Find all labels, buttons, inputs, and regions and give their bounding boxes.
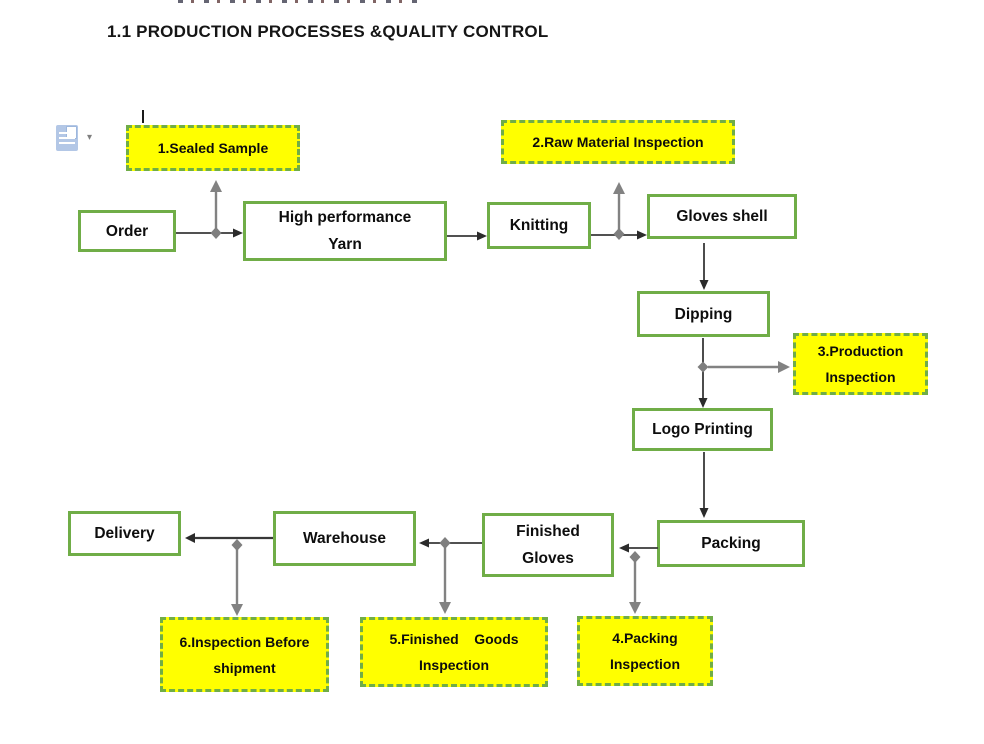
arrow-yarn-to-knitting xyxy=(447,231,487,241)
branch-arrow-to-packing-inspection xyxy=(629,551,641,614)
branch-arrow-to-inspection-before-shipment xyxy=(231,539,243,616)
branch-arrow-to-raw-material-inspection xyxy=(613,182,625,240)
inspection-box-raw-material[interactable]: 2.Raw Material Inspection xyxy=(501,120,735,164)
inspection-box-before-shipment[interactable]: 6.Inspection Before shipment xyxy=(160,617,329,692)
arrow-logo-printing-to-packing xyxy=(699,452,709,518)
branch-arrow-to-finished-goods-inspection xyxy=(439,537,451,614)
arrow-knitting-to-gloves-shell xyxy=(591,230,647,240)
arrow-packing-to-finished-gloves xyxy=(619,543,658,553)
chevron-down-icon: ▾ xyxy=(87,132,93,143)
inspection-box-production[interactable]: 3.Production Inspection xyxy=(793,333,928,395)
process-box-order[interactable]: Order xyxy=(78,210,176,252)
process-box-warehouse[interactable]: Warehouse xyxy=(273,511,416,566)
process-box-yarn[interactable]: High performance Yarn xyxy=(243,201,447,261)
page-title: 1.1 PRODUCTION PROCESSES &QUALITY CONTRO… xyxy=(107,22,549,41)
arrow-order-to-yarn xyxy=(176,228,243,238)
inspection-box-sealed-sample[interactable]: 1.Sealed Sample xyxy=(126,125,300,171)
text-cursor-mark xyxy=(142,110,144,123)
branch-arrow-to-sealed-sample xyxy=(210,180,222,239)
process-box-delivery[interactable]: Delivery xyxy=(68,511,181,556)
branch-arrow-to-production-inspection xyxy=(697,361,790,373)
arrow-gloves-shell-to-dipping xyxy=(699,243,709,290)
process-box-gloves-shell[interactable]: Gloves shell xyxy=(647,194,797,239)
clipped-text-fragments xyxy=(178,0,423,3)
paste-options-clipboard-icon xyxy=(56,125,78,151)
process-box-knitting[interactable]: Knitting xyxy=(487,202,591,249)
paste-options-button[interactable]: ▾ xyxy=(54,123,102,155)
arrow-finished-gloves-to-warehouse xyxy=(419,538,482,548)
arrow-dipping-to-logo-printing xyxy=(698,338,708,408)
process-box-finished-gloves[interactable]: Finished Gloves xyxy=(482,513,614,577)
process-box-logo-printing[interactable]: Logo Printing xyxy=(632,408,773,451)
inspection-box-finished-goods[interactable]: 5.Finished Goods Inspection xyxy=(360,617,548,687)
inspection-box-packing[interactable]: 4.Packing Inspection xyxy=(577,616,713,686)
arrow-warehouse-to-delivery xyxy=(185,533,273,543)
process-box-dipping[interactable]: Dipping xyxy=(637,291,770,337)
process-box-packing[interactable]: Packing xyxy=(657,520,805,567)
